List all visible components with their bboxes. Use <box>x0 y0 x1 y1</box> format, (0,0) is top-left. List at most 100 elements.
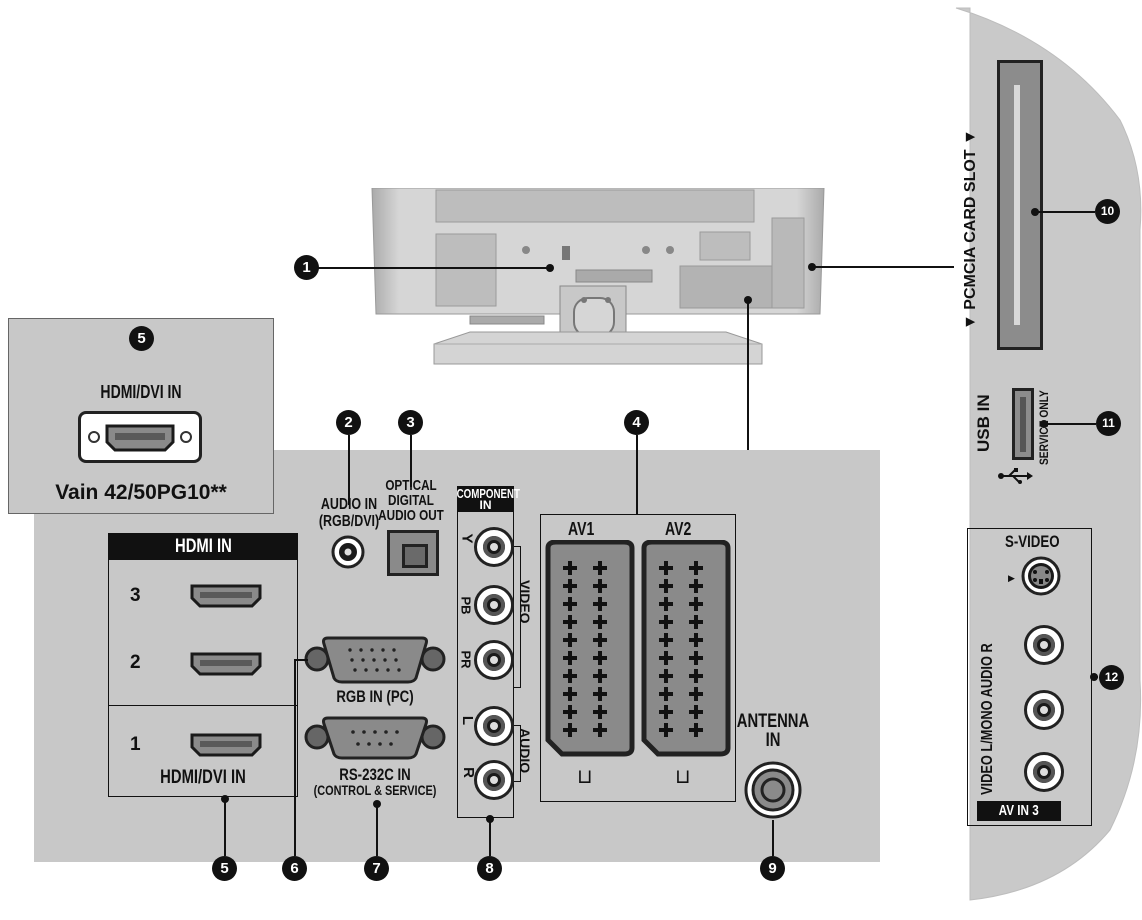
callout2-leader <box>348 435 350 505</box>
scart-pin <box>598 669 602 683</box>
hdmi-header: HDMI IN <box>108 533 298 560</box>
callout8-leader-dot <box>486 815 494 823</box>
hdmi-dvi-label: HDMI/DVI IN <box>160 767 246 788</box>
usb-leader <box>1044 423 1096 425</box>
scart-pin <box>664 723 668 737</box>
scart-pin <box>694 561 698 575</box>
rs232c-label-1: RS-232C IN <box>339 765 411 784</box>
callout9-leader <box>772 820 774 856</box>
scart-pin <box>694 723 698 737</box>
scart-group <box>540 514 736 802</box>
scart-pin <box>664 687 668 701</box>
scart-pin <box>694 669 698 683</box>
scart-pin <box>598 579 602 593</box>
av1-label: AV1 <box>568 519 595 539</box>
callout-6: 6 <box>282 856 307 881</box>
callout6-hleader <box>294 659 308 661</box>
antenna-label-2: IN <box>765 730 781 751</box>
callout-7: 7 <box>364 856 389 881</box>
component-y-label: Y <box>458 533 476 544</box>
callout-3: 3 <box>398 410 423 435</box>
callout7-leader-dot <box>373 800 381 808</box>
optical-label-1: OPTICAL <box>385 477 437 494</box>
scart-pin <box>568 669 572 683</box>
scart-pin <box>568 687 572 701</box>
callout1-leader <box>318 267 548 269</box>
scart-pin <box>694 633 698 647</box>
svideo-jack <box>1021 556 1061 596</box>
audio-in-jack <box>331 535 365 569</box>
hdmi2-port <box>190 652 262 676</box>
component-header: COMPONENT IN <box>456 486 520 512</box>
component-l-jack <box>474 706 514 746</box>
callout6-leader <box>294 659 296 856</box>
video-bracket <box>514 546 521 688</box>
callout-10: 10 <box>1095 199 1120 224</box>
component-label-2: IN <box>479 498 492 512</box>
antenna-label-1: ANTENNA <box>736 711 810 732</box>
scart-pin <box>694 579 698 593</box>
callout-4: 4 <box>624 410 649 435</box>
scart-pin <box>598 561 602 575</box>
scart-pin <box>694 687 698 701</box>
rgb-in-port <box>304 636 446 684</box>
hdmi1-port <box>190 733 262 757</box>
audio-bracket <box>514 725 521 782</box>
component-pb-jack <box>474 585 514 625</box>
callout-8: 8 <box>477 856 502 881</box>
usb-port <box>1012 388 1034 460</box>
inset-hdmi-port <box>78 411 202 463</box>
component-r-jack <box>474 760 514 800</box>
callout-2: 2 <box>336 410 361 435</box>
scart-pin <box>568 651 572 665</box>
pcmcia-leader-dot <box>1031 208 1039 216</box>
av2-label: AV2 <box>665 519 692 539</box>
component-pr-label: PR <box>458 650 474 669</box>
av-in3-text: AV IN 3 <box>998 802 1040 819</box>
scart-pin <box>568 723 572 737</box>
video-bracket-label: VIDEO <box>517 580 533 624</box>
av-in3-tag: AV IN 3 <box>977 801 1061 821</box>
scart-pin <box>664 579 668 593</box>
pcmcia-label: ▼ PCMCIA CARD SLOT ▼ <box>962 129 979 330</box>
usb-leader-dot <box>1040 420 1048 428</box>
scart-pin <box>664 633 668 647</box>
scart-pin <box>568 633 572 647</box>
rs232c-label-2: (CONTROL & SERVICE) <box>313 782 437 798</box>
side-audio-r-jack <box>1024 625 1064 665</box>
optical-label-2: DIGITAL <box>388 492 434 509</box>
usb-symbol-icon <box>998 468 1033 484</box>
callout7-leader <box>376 803 378 856</box>
component-label-1: COMPONENT <box>456 486 520 501</box>
inset-port-title: HDMI/DVI IN <box>100 382 182 402</box>
scart-pin <box>694 705 698 719</box>
inset-model-caption: Vain 42/50PG10** <box>55 481 227 504</box>
callout-5: 5 <box>212 856 237 881</box>
svideo-arrow-icon: ▶ <box>1008 573 1015 583</box>
scart-pin <box>598 705 602 719</box>
callout1-leader-dot <box>546 264 554 272</box>
hdmi2-number: 2 <box>130 652 141 673</box>
tv-side-leader <box>812 266 954 268</box>
pcmcia-slot <box>997 60 1043 350</box>
hdmi1-number: 1 <box>130 734 141 755</box>
svideo-label: S-VIDEO <box>1005 532 1060 551</box>
side-audio-l-jack <box>1024 690 1064 730</box>
component-y-jack <box>474 527 514 567</box>
scart-pin <box>664 615 668 629</box>
scart-pin <box>694 651 698 665</box>
scart-pin <box>568 579 572 593</box>
scart-pin <box>598 633 602 647</box>
callout-11: 11 <box>1096 411 1121 436</box>
audio-bracket-label: AUDIO <box>517 728 533 774</box>
component-pb-label: PB <box>458 596 474 615</box>
callout-9: 9 <box>760 856 785 881</box>
usb-label: USB IN <box>974 394 993 452</box>
av-in3-leader-dot <box>1090 673 1098 681</box>
scart-pin <box>664 669 668 683</box>
hdmi3-port <box>190 584 262 608</box>
scart-pin <box>598 687 602 701</box>
scart-pin <box>568 615 572 629</box>
scart-pin <box>664 705 668 719</box>
callout-12: 12 <box>1099 665 1124 690</box>
